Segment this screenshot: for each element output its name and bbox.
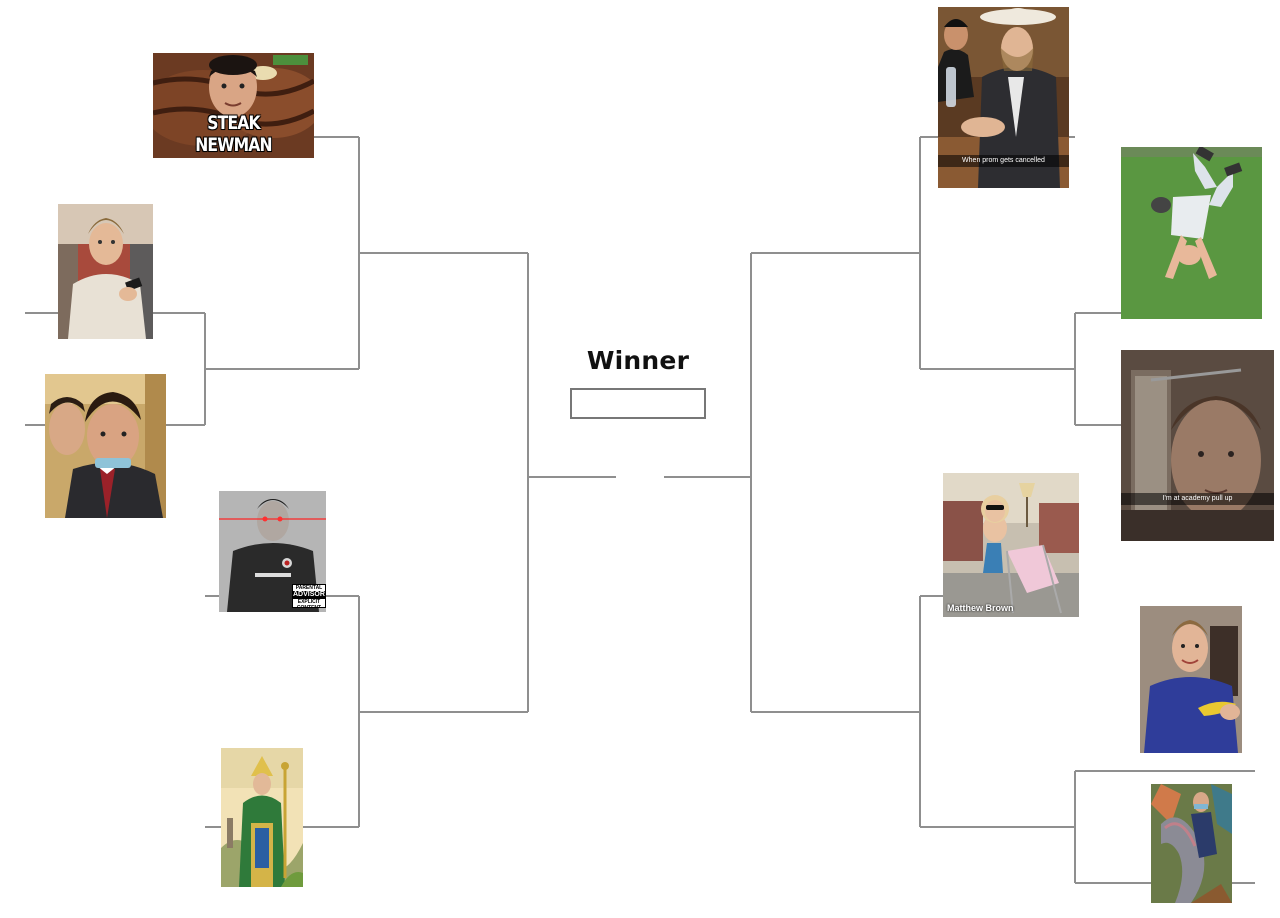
contestant-photo-album[interactable]: PARENTAL ADVISORY EXPLICIT CONTENT	[219, 491, 326, 612]
contestant-photo-stroller[interactable]: Matthew Brown	[943, 473, 1079, 617]
contestant-photo-academy[interactable]: I'm at academy pull up	[1121, 350, 1274, 541]
advisory-top: PARENTAL	[295, 585, 323, 591]
winner-box[interactable]	[570, 388, 706, 419]
prom-caption: When prom gets cancelled	[938, 155, 1069, 167]
contestant-photo-tree[interactable]	[1151, 784, 1232, 903]
steak-caption: STEAK NEWMAN	[195, 112, 272, 156]
matthew-caption: Matthew Brown	[947, 603, 1014, 613]
contestant-photo-banana[interactable]	[1140, 606, 1242, 753]
contestant-photo-phone[interactable]	[58, 204, 153, 339]
contestant-photo-cowboy[interactable]: When prom gets cancelled	[938, 7, 1069, 188]
advisory-big: ADVISORY	[293, 591, 326, 599]
parental-advisory-label: PARENTAL ADVISORY EXPLICIT CONTENT	[292, 584, 326, 608]
contestant-photo-handstand[interactable]	[1121, 147, 1262, 319]
academy-caption: I'm at academy pull up	[1121, 493, 1274, 505]
winner-title: Winner	[586, 346, 690, 375]
contestant-photo-saint[interactable]	[221, 748, 303, 887]
contestant-photo-steak[interactable]: STEAK NEWMAN	[153, 53, 314, 158]
advisory-bottom: EXPLICIT CONTENT	[296, 599, 322, 608]
contestant-photo-selfie[interactable]	[45, 374, 166, 518]
